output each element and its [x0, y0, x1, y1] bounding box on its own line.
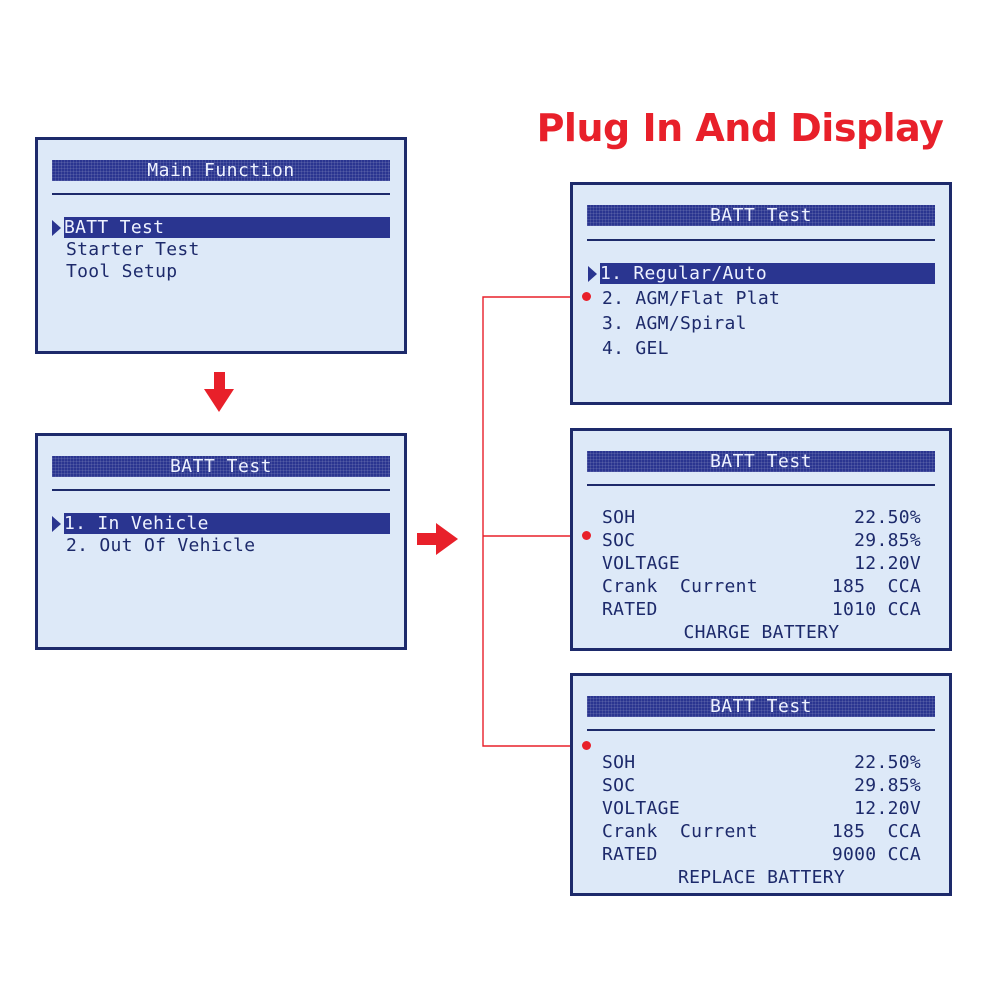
selection-caret-icon: [588, 266, 597, 282]
menu-item-out-of-vehicle[interactable]: 2. Out Of Vehicle: [66, 535, 256, 556]
headline: Plug In And Display: [536, 106, 944, 150]
battery-type-screen: BATT Test 1. Regular/Auto 2. AGM/Flat Pl…: [570, 182, 952, 405]
connector-dot: [582, 741, 591, 750]
connector-dot: [582, 531, 591, 540]
connector-bracket: [482, 296, 587, 747]
title-divider: [587, 729, 935, 731]
title-divider: [52, 489, 390, 491]
selection-caret-icon: [52, 516, 61, 532]
main-function-screen: Main Function BATT Test Starter Test Too…: [35, 137, 407, 354]
battery-status-message: REPLACE BATTERY: [677, 867, 846, 888]
menu-item-regular-auto[interactable]: 1. Regular/Auto: [600, 263, 935, 284]
vehicle-select-screen: BATT Test 1. In Vehicle 2. Out Of Vehicl…: [35, 433, 407, 650]
title-divider: [52, 193, 390, 195]
screen-title: BATT Test: [52, 456, 390, 477]
right-arrow-icon: [417, 523, 458, 555]
menu-item-batt-test[interactable]: BATT Test: [64, 217, 390, 238]
menu-item-agm-spiral[interactable]: 3. AGM/Spiral: [602, 313, 747, 334]
selection-caret-icon: [52, 220, 61, 236]
down-arrow-icon: [204, 372, 234, 412]
screen-title: BATT Test: [587, 451, 935, 472]
screen-title: BATT Test: [587, 696, 935, 717]
battery-status-message: CHARGE BATTERY: [683, 622, 840, 643]
title-divider: [587, 484, 935, 486]
title-divider: [587, 239, 935, 241]
connector-dot: [582, 292, 591, 301]
menu-item-in-vehicle[interactable]: 1. In Vehicle: [64, 513, 390, 534]
menu-item-gel[interactable]: 4. GEL: [602, 338, 669, 359]
screen-title: BATT Test: [587, 205, 935, 226]
screen-title: Main Function: [52, 160, 390, 181]
menu-item-tool-setup[interactable]: Tool Setup: [66, 261, 178, 282]
menu-item-starter-test[interactable]: Starter Test: [66, 239, 200, 260]
menu-item-agm-flat-plat[interactable]: 2. AGM/Flat Plat: [602, 288, 781, 309]
